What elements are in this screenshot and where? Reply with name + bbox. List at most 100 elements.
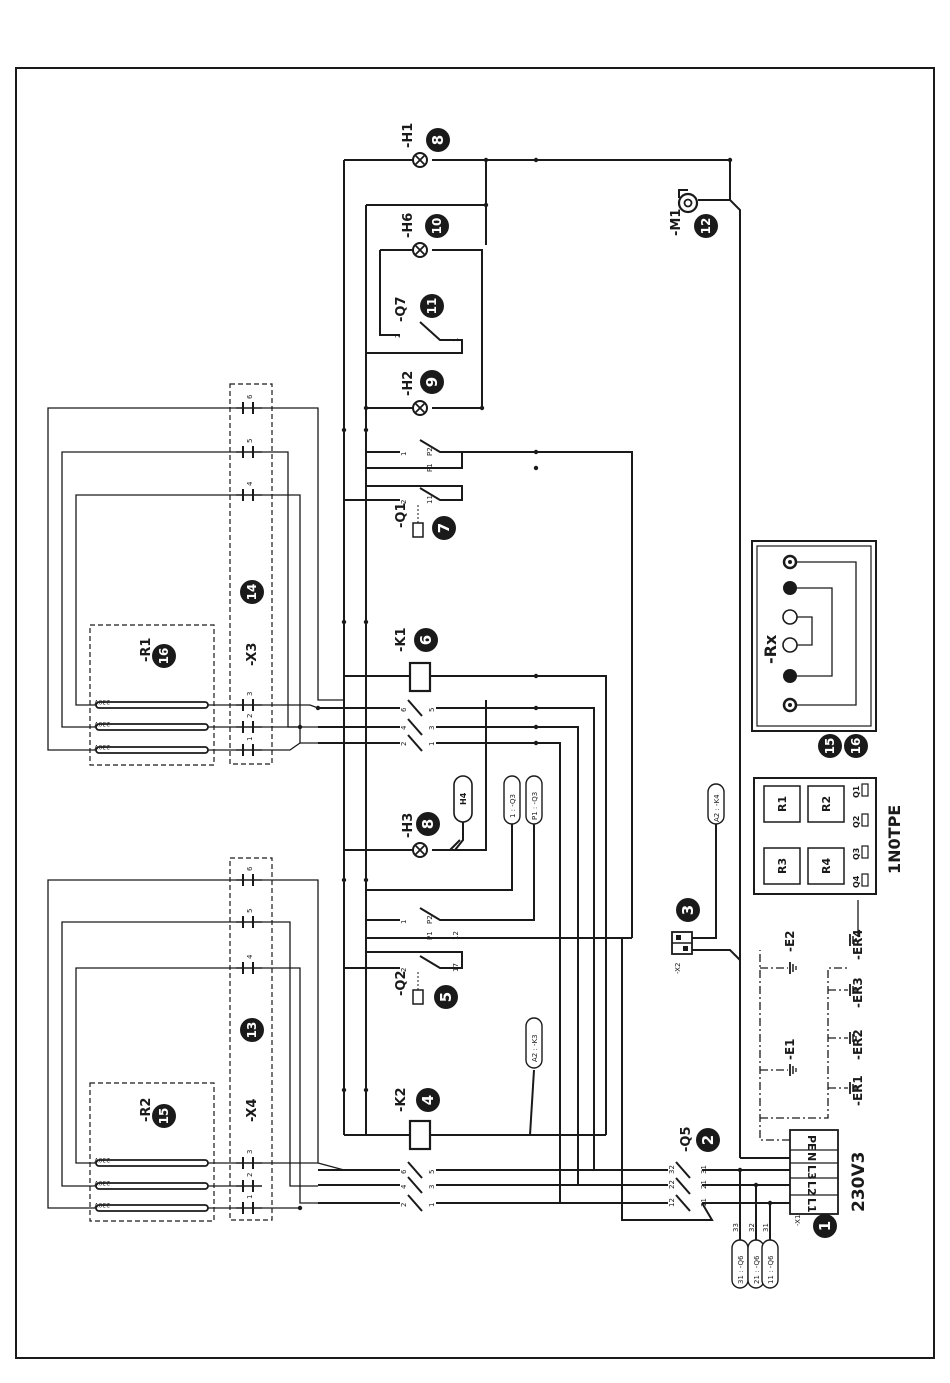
number-badge: 13 <box>240 1018 264 1042</box>
svg-text:5: 5 <box>437 992 455 1002</box>
svg-text:3: 3 <box>428 1185 436 1189</box>
x1-term-l1: L1 <box>805 1198 818 1213</box>
svg-text:2: 2 <box>394 334 402 338</box>
terminal: 5 <box>236 439 262 458</box>
svg-text:32: 32 <box>748 1223 756 1232</box>
heater-element: 230V <box>94 1201 236 1212</box>
x1-term-n: N <box>805 1152 818 1161</box>
label-r2: -R2 <box>139 1098 154 1122</box>
label-e1: -E1 <box>783 1038 797 1060</box>
q1-thermostat-icon <box>412 505 424 538</box>
terminal: 3 <box>236 692 262 711</box>
label-x2: -X2 <box>674 963 682 974</box>
svg-text:1: 1 <box>400 920 408 924</box>
label-k1: -K1 <box>394 627 409 652</box>
q2-thermostat-icon <box>412 972 424 1005</box>
svg-text:22: 22 <box>668 1180 676 1189</box>
terminal-number: 1 <box>246 1195 254 1199</box>
heater-rating: 230V <box>94 743 110 750</box>
svg-text:13: 13 <box>245 1022 259 1039</box>
svg-text:16: 16 <box>849 738 863 755</box>
svg-text:10: 10 <box>430 218 444 235</box>
ref-q3-p1: P1 : -Q3 <box>531 792 539 820</box>
terminal: 3 <box>236 1150 262 1169</box>
k2-contacts <box>407 1161 423 1212</box>
ref-q6-21: 21 : -Q6 <box>753 1255 761 1284</box>
page-frame <box>15 67 935 1359</box>
svg-text:11: 11 <box>426 495 434 504</box>
label-er4: -ER4 <box>851 929 865 960</box>
ref-k4: A2 : -K4 <box>713 794 721 822</box>
svg-text:21: 21 <box>700 1180 708 1189</box>
label-voltage: 230V3 <box>849 1152 869 1212</box>
h4-label: H4 <box>459 792 468 805</box>
svg-text:1: 1 <box>428 1203 436 1207</box>
heater-element: 230V <box>94 1156 236 1167</box>
wires <box>318 159 790 1240</box>
panel-switch-q2: Q2 <box>852 816 861 828</box>
label-er2: -ER2 <box>851 1029 865 1060</box>
label-er3: -ER3 <box>851 977 865 1008</box>
label-x3: -X3 <box>245 643 260 666</box>
svg-text:2: 2 <box>400 1203 408 1207</box>
terminal-number: 4 <box>246 954 254 959</box>
contact-numbers: 6 4 2 5 3 1 6 4 2 5 3 1 1 P1 P2 2 11 1 P… <box>394 334 770 1232</box>
label-h6: -H6 <box>401 213 416 238</box>
svg-text:5: 5 <box>428 708 436 712</box>
x1-term-l3: L3 <box>805 1165 818 1180</box>
ref-k3: A2 : -K3 <box>531 1034 539 1062</box>
label-x1: -X1 <box>794 1215 802 1226</box>
svg-text:12: 12 <box>452 931 460 940</box>
heater-element: 230V <box>94 698 236 709</box>
label-h1: -H1 <box>401 123 416 148</box>
svg-text:2: 2 <box>400 500 408 504</box>
label-m1: -M1 <box>669 209 684 236</box>
motor-m1-icon <box>677 189 699 214</box>
heater-rating: 230V <box>94 720 110 727</box>
number-badge: 15 <box>152 1104 176 1128</box>
terminal: 2 <box>236 1173 262 1192</box>
svg-text:P1: P1 <box>426 931 434 940</box>
heater-element: 230V <box>94 743 236 754</box>
number-badge: 2 <box>696 1128 720 1152</box>
heater-rating: 230V <box>94 1156 110 1163</box>
svg-text:8: 8 <box>429 135 447 145</box>
label-rx: -Rx <box>761 634 780 664</box>
svg-text:7: 7 <box>435 523 453 533</box>
heater-element: 230V <box>94 720 236 731</box>
r2-elements: 230V 230V 230V <box>94 1156 236 1212</box>
ref-q3-1: 1 : -Q3 <box>509 794 517 818</box>
terminal-number: 2 <box>246 1173 254 1177</box>
terminal: 1 <box>236 737 262 756</box>
lamp-h6 <box>412 242 428 258</box>
svg-text:15: 15 <box>157 1108 171 1125</box>
panel-heater-r4: R4 <box>820 858 833 874</box>
terminal: 4 <box>236 954 262 974</box>
heater-rating: 230V <box>94 1179 110 1186</box>
terminal-number: 6 <box>246 866 254 871</box>
svg-text:17: 17 <box>452 963 460 972</box>
number-badge: 15 <box>818 734 842 758</box>
svg-text:2: 2 <box>699 1135 717 1145</box>
number-badge: 12 <box>694 214 718 238</box>
rx-panel <box>751 540 877 732</box>
heater-rating: 230V <box>94 698 110 705</box>
svg-text:9: 9 <box>423 377 441 387</box>
k1-contacts <box>407 699 423 752</box>
svg-text:P1: P1 <box>426 463 434 472</box>
terminal-number: 5 <box>246 909 254 913</box>
panel-heater-r2: R2 <box>820 796 833 812</box>
svg-text:3: 3 <box>679 905 697 915</box>
svg-text:8: 8 <box>419 819 437 829</box>
svg-text:2: 2 <box>400 742 408 746</box>
earth-wiring <box>759 900 859 1141</box>
label-k2: -K2 <box>394 1087 409 1112</box>
lamp-h1 <box>412 152 428 168</box>
svg-text:12: 12 <box>699 218 713 235</box>
x4-terminal-strip <box>229 857 273 1221</box>
x2-connector <box>671 931 693 955</box>
label-q2: -Q2 <box>394 971 409 997</box>
junction-dots <box>297 157 773 1211</box>
component-labels: -H1 -H6 -Q7 -H2 -Q1 -K1 -H3 -Q2 -K2 -Q5 … <box>139 123 904 1226</box>
